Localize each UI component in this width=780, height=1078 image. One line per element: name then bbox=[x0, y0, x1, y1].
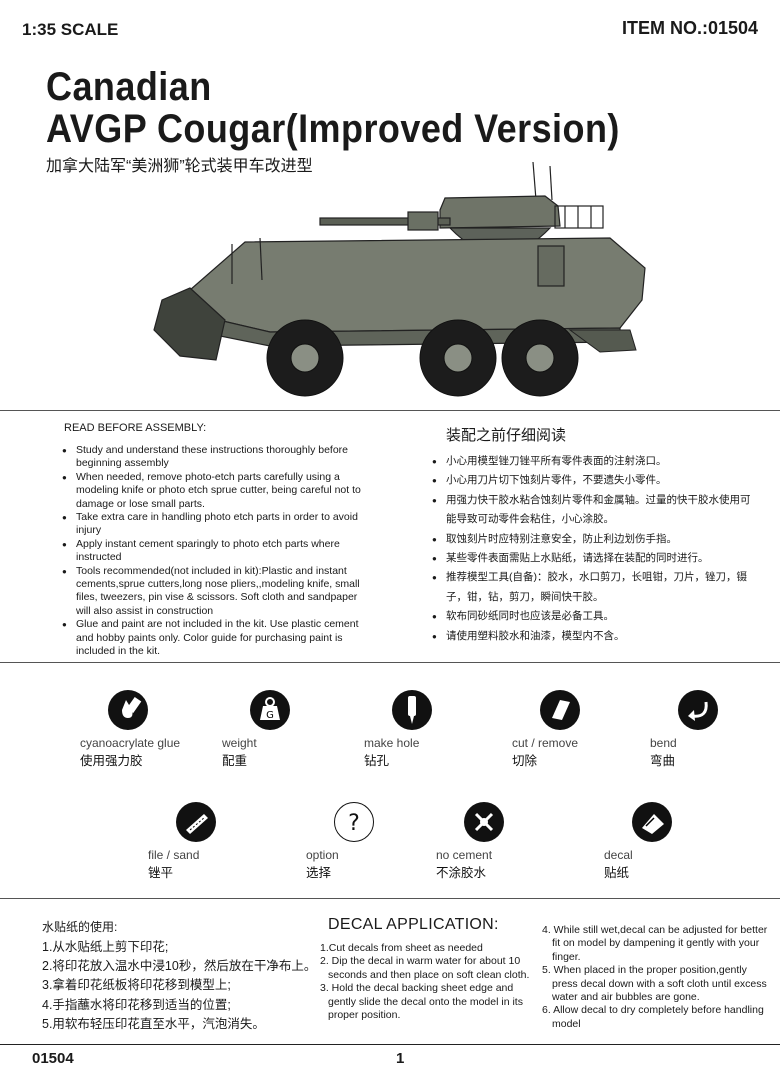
symbol-label-en: bend bbox=[650, 736, 677, 750]
list-item: Take extra care in handling photo etch p… bbox=[62, 511, 368, 538]
symbol-label-cn: 切除 bbox=[512, 754, 538, 768]
decal-heading-en: DECAL APPLICATION: bbox=[328, 916, 499, 933]
symbol-label-cn: 使用强力胶 bbox=[80, 754, 143, 768]
decal-steps-en-continued: 4. While still wet,decal can be adjusted… bbox=[542, 924, 770, 1031]
svg-text:?: ? bbox=[348, 811, 360, 836]
title-line-1: Canadian bbox=[46, 65, 212, 109]
svg-text:G: G bbox=[266, 710, 274, 721]
list-item: 6. Allow decal to dry completely before … bbox=[542, 1004, 764, 1030]
glue-drop-icon bbox=[108, 690, 148, 730]
symbol-make-hole: make hole 钻孔 bbox=[364, 690, 504, 769]
title-line-2: AVGP Cougar(Improved Version) bbox=[46, 107, 620, 151]
weight-icon: G bbox=[250, 690, 290, 730]
symbol-label-cn: 弯曲 bbox=[650, 754, 676, 768]
list-item: Glue and paint are not included in the k… bbox=[62, 618, 368, 658]
item-number: ITEM NO.:01504 bbox=[621, 18, 758, 38]
list-item: Study and understand these instructions … bbox=[62, 444, 368, 471]
divider bbox=[0, 410, 780, 411]
decal-steps-en: 1.Cut decals from sheet as needed 2. Dip… bbox=[320, 942, 530, 1022]
symbol-cut: cut / remove 切除 bbox=[512, 690, 652, 769]
symbol-label-cn: 选择 bbox=[306, 866, 332, 880]
decal-heading-cn: 水贴纸的使用: bbox=[42, 920, 118, 934]
symbol-label-cn: 贴纸 bbox=[604, 866, 630, 880]
divider bbox=[0, 662, 780, 663]
title-chinese: 加拿大陆军“美洲狮”轮式装甲车改进型 bbox=[46, 158, 313, 175]
list-item: 1.Cut decals from sheet as needed bbox=[320, 942, 483, 954]
list-item: 小心用刀片切下蚀刻片零件，不要遗失小零件。 bbox=[432, 471, 752, 491]
list-item: Tools recommended(not included in kit):P… bbox=[62, 565, 368, 619]
cut-icon bbox=[540, 690, 580, 730]
list-item: 用强力快干胶水粘合蚀刻片零件和金属轴。过量的快干胶水使用可能导致可动零件会粘住，… bbox=[432, 491, 752, 530]
list-item: When needed, remove photo-etch parts car… bbox=[62, 471, 368, 511]
symbol-decal: decal 贴纸 bbox=[604, 802, 744, 881]
symbol-label-en: cyanoacrylate glue bbox=[80, 736, 181, 750]
list-item: 某些零件表面需贴上水贴纸，请选择在装配的同时进行。 bbox=[432, 549, 752, 569]
list-item: 2.将印花放入温水中浸10秒，然后放在干净布上。 bbox=[42, 959, 317, 974]
symbol-bend: bend 弯曲 bbox=[650, 690, 780, 769]
footer-divider bbox=[0, 1044, 780, 1045]
list-item: 5. When placed in the proper position,ge… bbox=[542, 964, 767, 1004]
symbol-no-cement: no cement 不涂胶水 bbox=[436, 802, 576, 881]
decal-steps-cn: 1.从水贴纸上剪下印花; 2.将印花放入温水中浸10秒，然后放在干净布上。 3.… bbox=[42, 938, 316, 1034]
symbol-label-cn: 不涂胶水 bbox=[436, 866, 487, 880]
symbol-label-en: cut / remove bbox=[512, 736, 579, 750]
symbol-label-en: make hole bbox=[364, 736, 420, 750]
list-item: 4. While still wet,decal can be adjusted… bbox=[542, 924, 768, 963]
symbol-glue: cyanoacrylate glue 使用强力胶 bbox=[80, 690, 220, 769]
symbol-label-en: file / sand bbox=[148, 848, 200, 862]
symbol-label-en: decal bbox=[604, 848, 633, 862]
file-icon bbox=[176, 802, 216, 842]
instructions-heading-en: READ BEFORE ASSEMBLY: bbox=[64, 422, 207, 434]
list-item: 3. Hold the decal backing sheet edge and… bbox=[320, 982, 523, 1022]
footer-item-code: 01504 bbox=[32, 1050, 74, 1067]
scale-label: 1:35 SCALE bbox=[22, 20, 119, 39]
symbol-label-cn: 钻孔 bbox=[364, 754, 390, 768]
page-number: 1 bbox=[396, 1050, 405, 1067]
instructions-heading-cn: 装配之前仔细阅读 bbox=[446, 427, 567, 444]
instructions-list-en: Study and understand these instructions … bbox=[62, 444, 368, 659]
symbol-label-en: option bbox=[306, 848, 339, 862]
question-icon: ? bbox=[334, 802, 374, 842]
divider bbox=[0, 898, 780, 899]
instructions-list-cn: 小心用模型锉刀锉平所有零件表面的注射浇口。 小心用刀片切下蚀刻片零件，不要遗失小… bbox=[432, 452, 752, 646]
list-item: 4.手指蘸水将印花移到适当的位置; bbox=[42, 997, 231, 1012]
vehicle-illustration bbox=[153, 161, 646, 397]
no-cement-icon bbox=[464, 802, 504, 842]
list-item: Apply instant cement sparingly to photo … bbox=[62, 538, 368, 565]
symbol-weight: G weight 配重 bbox=[222, 690, 362, 769]
symbol-label-cn: 锉平 bbox=[148, 866, 174, 880]
list-item: 请使用塑料胶水和油漆，模型内不含。 bbox=[432, 627, 752, 647]
list-item: 2. Dip the decal in warm water for about… bbox=[320, 955, 530, 981]
list-item: 推荐模型工具(自备)：胶水，水口剪刀，长咀钳，刀片，锉刀，镊子，钳，钻，剪刀，瞬… bbox=[432, 568, 752, 607]
list-item: 1.从水贴纸上剪下印花; bbox=[42, 940, 169, 954]
list-item: 取蚀刻片时应特别注意安全，防止利边划伤手指。 bbox=[432, 530, 752, 550]
symbol-file: file / sand 锉平 bbox=[148, 802, 288, 881]
list-item: 软布同砂纸同时也应该是必备工具。 bbox=[432, 607, 752, 627]
symbol-option: ? option 选择 bbox=[306, 802, 446, 881]
symbol-label-en: no cement bbox=[436, 848, 493, 862]
list-item: 5.用软布轻压印花直至水平，汽泡消失。 bbox=[42, 1016, 265, 1031]
symbol-label-cn: 配重 bbox=[222, 754, 248, 768]
decal-icon bbox=[632, 802, 672, 842]
bend-icon bbox=[678, 690, 718, 730]
list-item: 小心用模型锉刀锉平所有零件表面的注射浇口。 bbox=[432, 452, 752, 472]
list-item: 3.拿着印花纸板将印花移到模型上; bbox=[42, 978, 231, 993]
symbol-label-en: weight bbox=[222, 736, 257, 750]
drill-icon bbox=[392, 690, 432, 730]
